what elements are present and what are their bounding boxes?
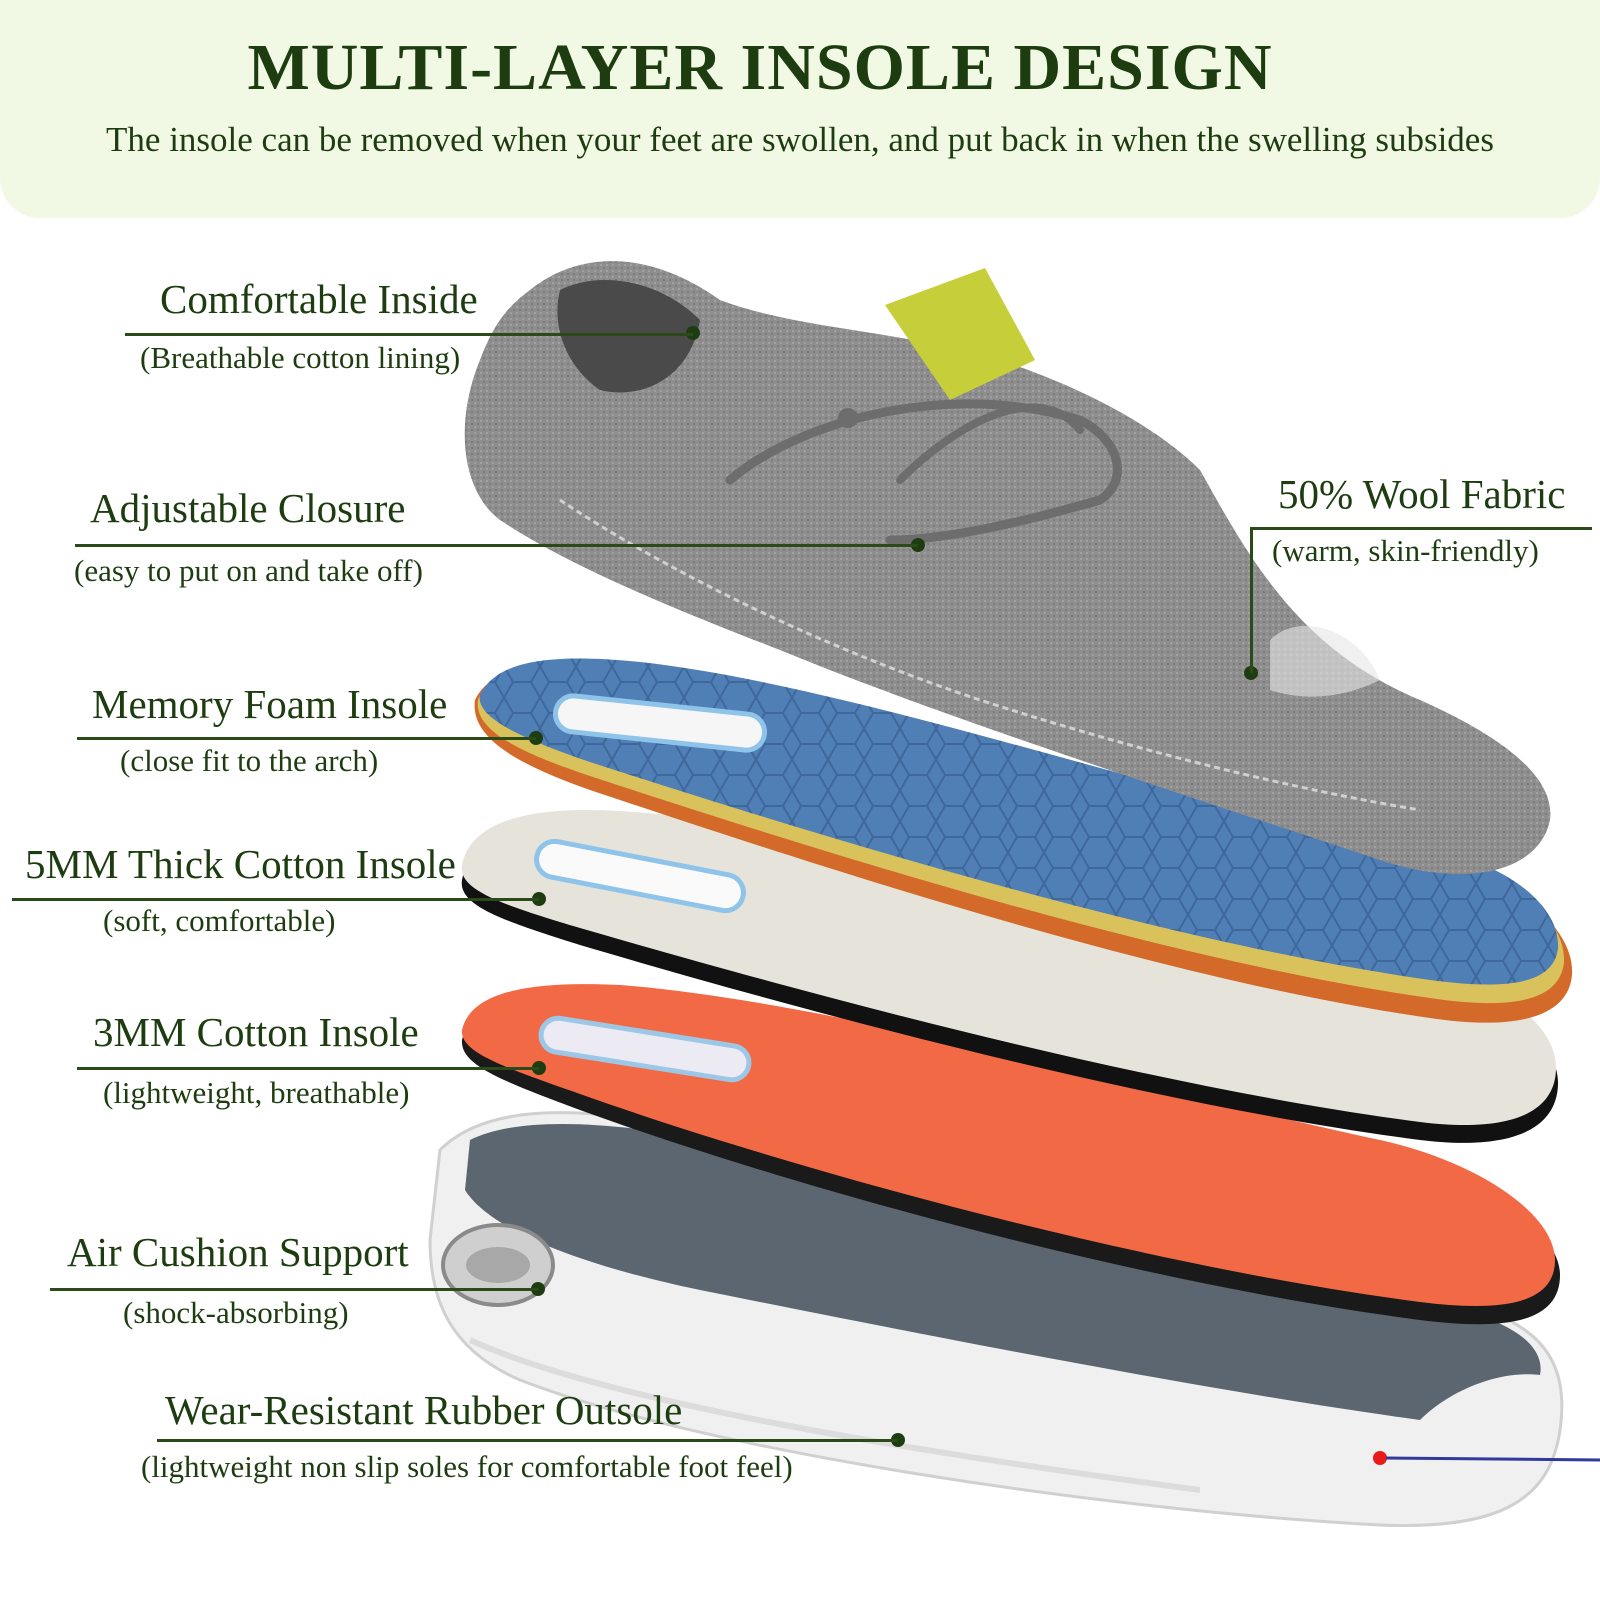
label-note: (Breathable cotton lining): [140, 340, 461, 375]
label-memory-foam: Memory Foam Insole (close fit to the arc…: [92, 680, 447, 780]
leader-line-air-cushion: [50, 1288, 538, 1291]
page-title: MULTI-LAYER INSOLE DESIGN: [247, 31, 1273, 104]
label-name: Adjustable Closure: [90, 485, 406, 531]
rubber-outsole: [428, 1111, 1600, 1528]
label-outsole: Wear-Resistant Rubber Outsole (lightweig…: [141, 1386, 793, 1486]
shoe-upper: [464, 261, 1551, 875]
heel-tag: [885, 268, 1035, 400]
label-3mm-cotton: 3MM Cotton Insole (lightweight, breathab…: [93, 1008, 419, 1112]
leader-line-adjustable-closure: [75, 544, 918, 547]
leader-line-5mm-cotton: [12, 898, 539, 901]
label-comfortable-inside: Comfortable Inside (Breathable cotton li…: [140, 275, 478, 377]
label-note: (warm, skin-friendly): [1272, 533, 1539, 568]
label-note: (shock-absorbing): [123, 1295, 349, 1330]
beige-5mm-insole: [461, 809, 1559, 1143]
leader-line-comfortable-inside: [125, 333, 693, 336]
leader-line-wool-fabric-vertical: [1250, 527, 1253, 673]
label-name: Wear-Resistant Rubber Outsole: [165, 1387, 683, 1433]
leader-line-outsole: [157, 1439, 898, 1442]
orange-3mm-insole: [461, 984, 1561, 1325]
label-note: (lightweight non slip soles for comforta…: [141, 1449, 793, 1484]
label-name: 5MM Thick Cotton Insole: [25, 841, 456, 887]
label-note: (close fit to the arch): [120, 743, 379, 778]
label-note: (lightweight, breathable): [103, 1075, 410, 1110]
label-note: (soft, comfortable): [103, 903, 336, 938]
label-note: (easy to put on and take off): [74, 553, 423, 588]
leader-line-memory-foam: [77, 737, 536, 740]
label-name: 3MM Cotton Insole: [93, 1009, 419, 1055]
label-air-cushion: Air Cushion Support (shock-absorbing): [67, 1228, 409, 1332]
label-name: 50% Wool Fabric: [1278, 471, 1566, 517]
label-name: Memory Foam Insole: [92, 681, 448, 727]
label-wool-fabric: 50% Wool Fabric (warm, skin-friendly): [1272, 470, 1566, 570]
label-name: Comfortable Inside: [160, 276, 478, 322]
label-adjustable-closure: Adjustable Closure (easy to put on and t…: [74, 484, 423, 590]
label-name: Air Cushion Support: [67, 1229, 409, 1275]
leader-line-3mm-cotton: [77, 1067, 539, 1070]
memory-foam-insole: [474, 658, 1573, 1023]
header-banner: MULTI-LAYER INSOLE DESIGN The insole can…: [0, 0, 1600, 218]
shoe-opening: [557, 280, 700, 393]
page-subtitle: The insole can be removed when your feet…: [106, 120, 1494, 159]
leader-dots: [529, 326, 1258, 1447]
leader-line-wool-fabric: [1250, 527, 1592, 530]
label-5mm-cotton: 5MM Thick Cotton Insole (soft, comfortab…: [25, 840, 456, 940]
